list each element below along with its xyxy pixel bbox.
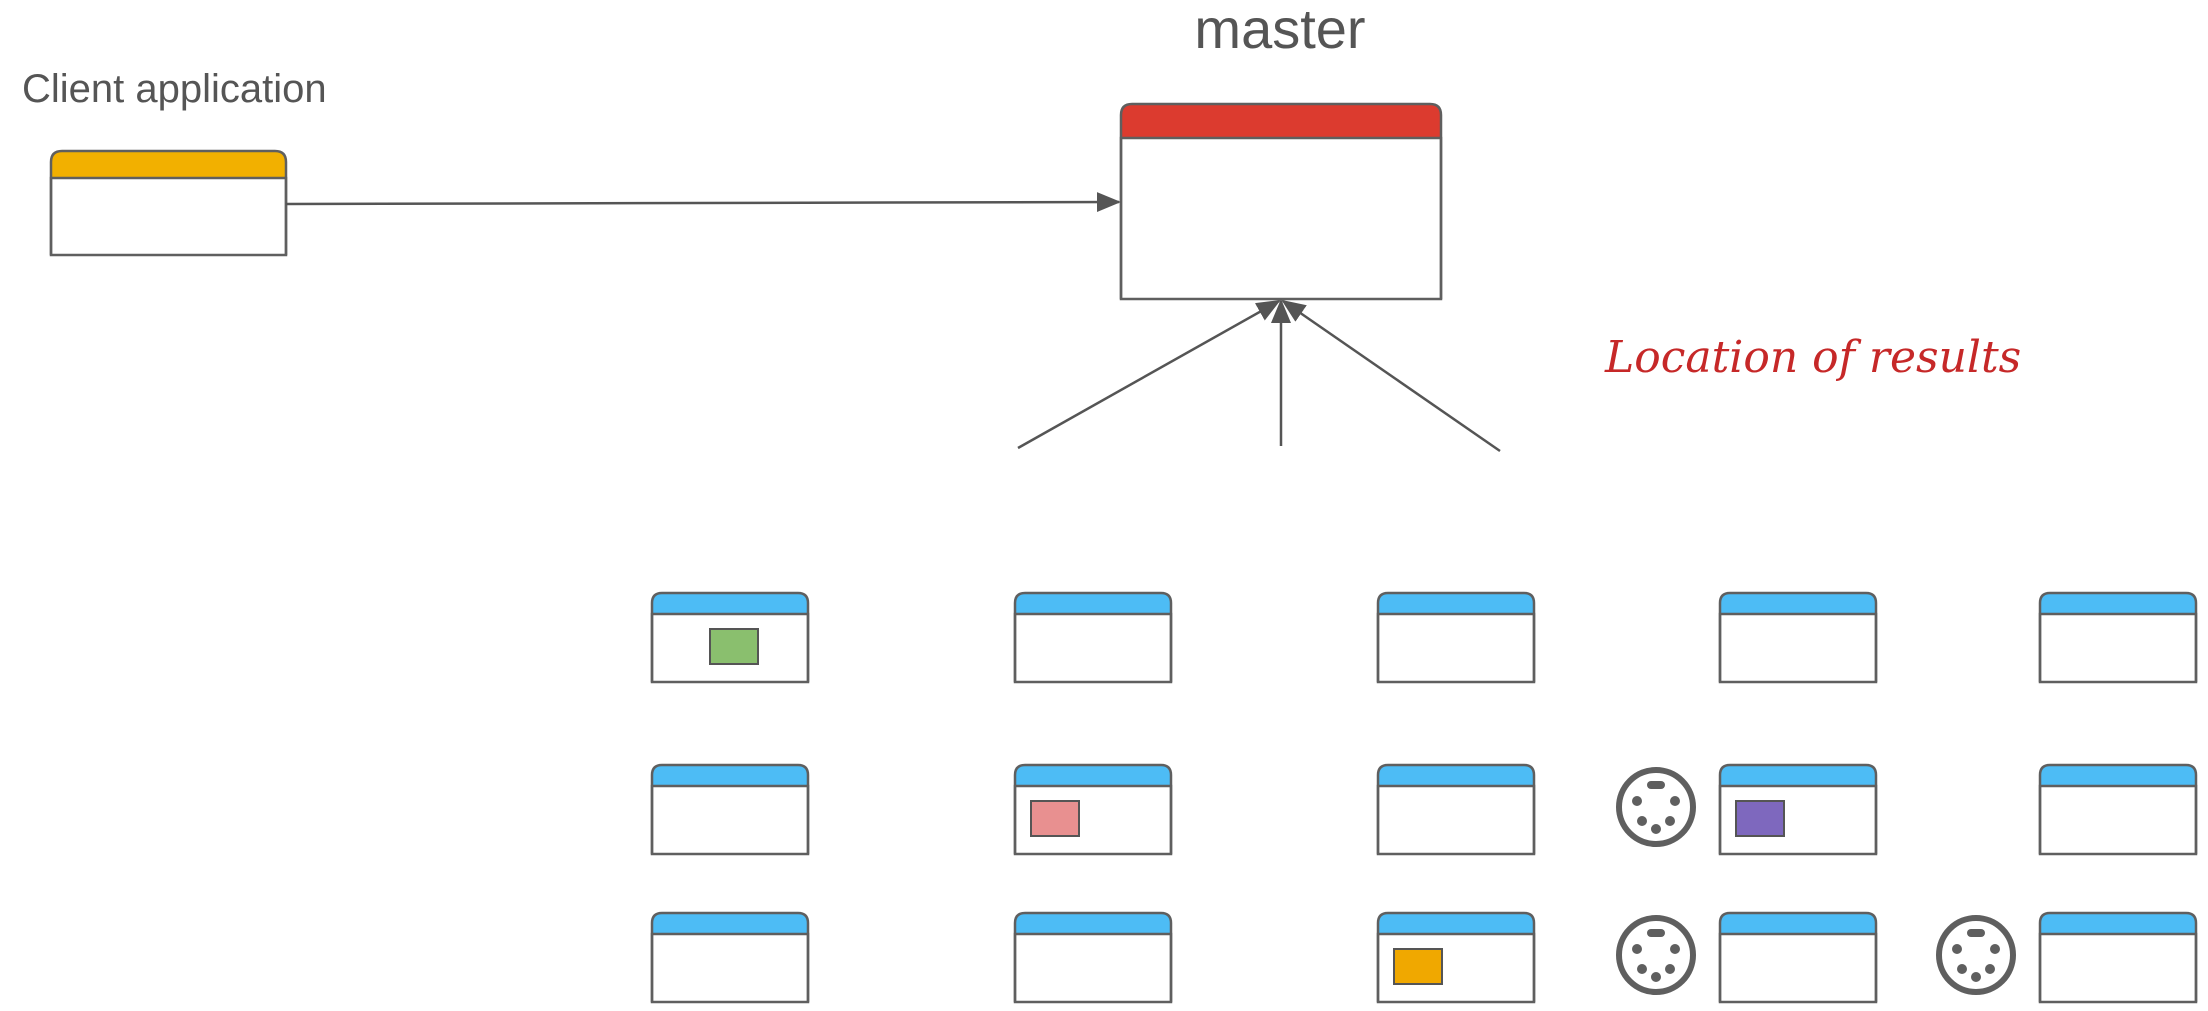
master-header [1121,104,1441,138]
worker-box [1013,911,1173,1004]
worker-body [2038,612,2198,684]
worker-body [2038,932,2198,1004]
worker-body [1013,932,1173,1004]
worker-body [1376,612,1536,684]
worker-outline [1376,911,1536,1002]
worker-header [1720,913,1876,934]
worker-body [2038,784,2198,856]
worker-outline [1376,763,1536,854]
worker-header [2040,593,2196,614]
worker-header [1720,765,1876,786]
disk-icon [1616,915,1696,995]
worker-header [1378,765,1534,786]
worker-box [1376,763,1536,856]
master-outline [1119,102,1443,299]
result-chip-purple [1735,800,1785,837]
worker-box [1616,911,1878,1004]
worker-box [1616,763,1878,856]
worker-header [652,593,808,614]
worker-body [1013,612,1173,684]
worker-body [1376,784,1536,856]
worker-box [2038,763,2198,856]
worker-grid [650,591,2198,1004]
worker-body [650,784,810,856]
worker-header [1378,593,1534,614]
client-outline [49,149,288,255]
worker-outline [1013,591,1173,682]
worker-outline [650,911,810,1002]
worker-outline [1013,911,1173,1002]
client-application-label: Client application [22,67,327,111]
location-of-results-note: Location of results [1604,332,2021,383]
result-chip-green [709,628,759,665]
master-label: master [1194,0,1365,60]
worker-header [2040,913,2196,934]
worker-header [1015,765,1171,786]
worker-header [2040,765,2196,786]
worker-header [652,765,808,786]
worker-box [1013,591,1173,684]
client-body [49,176,288,257]
worker-body [650,932,810,1004]
worker-header [1378,913,1534,934]
disk-icon [1936,915,2016,995]
worker-outline [1718,763,1878,854]
worker-box [1013,763,1173,856]
worker-header [1720,593,1876,614]
master-body [1119,136,1443,301]
result-chip-pink [1030,800,1080,837]
result-chip-orange [1393,948,1443,985]
worker-box [1376,591,1536,684]
worker-outline [650,591,810,682]
worker-outline [2038,911,2198,1002]
worker-box [1936,911,2198,1004]
worker-box [1376,911,1536,1004]
worker-body [1718,612,1878,684]
worker-body [1718,932,1878,1004]
client-header [51,151,286,178]
worker-outline [1718,911,1878,1002]
worker-left-to-master-arrow [1017,299,1281,450]
client-to-master-arrow [285,192,1121,213]
worker-outline [1718,591,1878,682]
disk-icon [1616,767,1696,847]
worker-box [2038,591,2198,684]
worker-outline [2038,763,2198,854]
worker-box [650,763,810,856]
worker-box [650,911,810,1004]
client-application-box [49,149,288,257]
worker-outline [650,763,810,854]
master-box [1119,102,1443,301]
worker-header [1015,593,1171,614]
worker-right-to-master-arrow [1281,299,1501,453]
worker-header [652,913,808,934]
worker-outline [1013,763,1173,854]
worker-header [1015,913,1171,934]
worker-outline [1376,591,1536,682]
worker-box [1718,591,1878,684]
worker-outline [2038,591,2198,682]
worker-box [650,591,810,684]
